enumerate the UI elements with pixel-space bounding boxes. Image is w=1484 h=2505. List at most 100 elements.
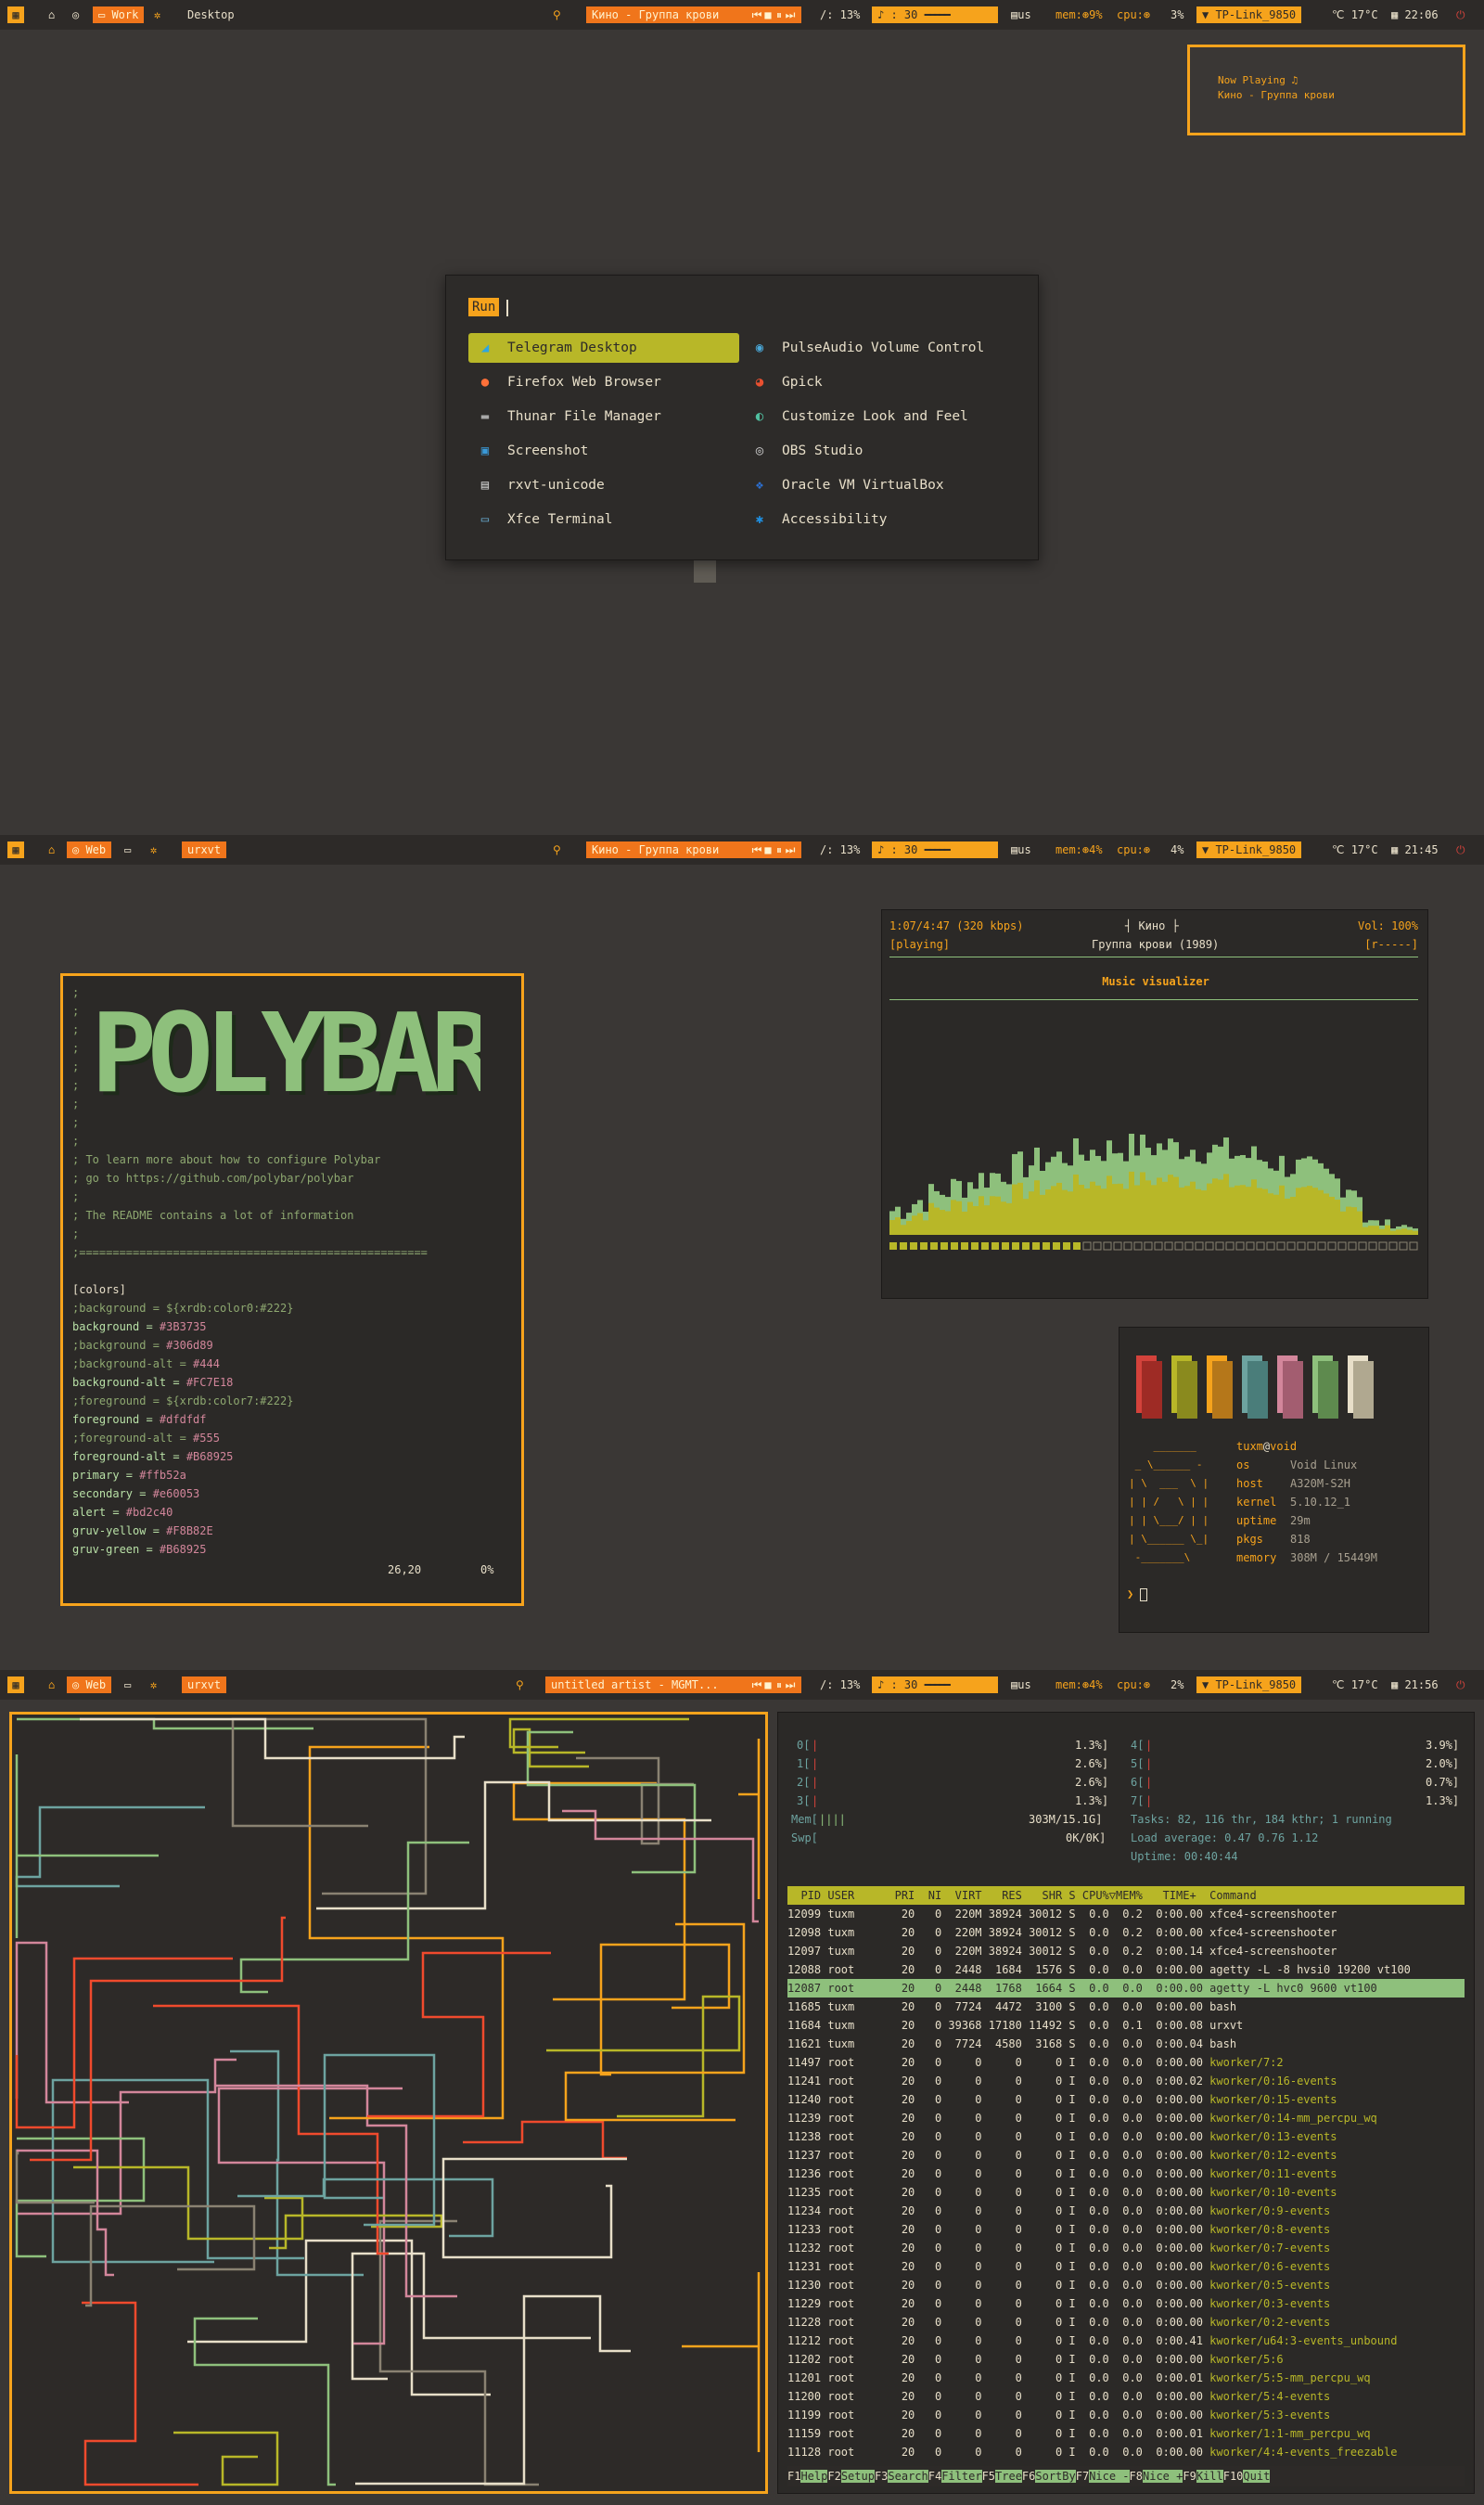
process-row[interactable]: 11229 root 20 0 0 0 0 I 0.0 0.0 0:00.00 … xyxy=(787,2297,1331,2310)
prev-icon[interactable]: ⏮ xyxy=(751,1678,762,1691)
player-module[interactable]: Кино - Группа крови⏮■⏸⏭ xyxy=(586,841,801,858)
process-row[interactable]: 11684 tuxm 20 0 39368 17180 11492 S 0.0 … xyxy=(787,2019,1244,2032)
process-row[interactable]: 11200 root 20 0 0 0 0 I 0.0 0.0 0:00.00 … xyxy=(787,2390,1331,2403)
prev-icon[interactable]: ⏮ xyxy=(751,8,762,21)
next-icon[interactable]: ⏭ xyxy=(785,1678,796,1691)
neofetch-terminal[interactable]: _______ _ \______ - | \ ___ \ | | | / \ … xyxy=(1119,1327,1429,1633)
process-row[interactable]: 11497 root 20 0 0 0 0 I 0.0 0.0 0:00.00 … xyxy=(787,2056,1284,2069)
function-key-label[interactable]: Nice - xyxy=(1089,2470,1130,2483)
gear-icon[interactable]: ✲ xyxy=(150,843,158,856)
function-key-label[interactable]: Tree xyxy=(995,2470,1022,2483)
function-key[interactable]: F6 xyxy=(1021,2470,1036,2483)
htop-terminal[interactable]: 0[|1.3%]1[|2.6%]2[|2.6%]3[|1.3%]4[|3.9%]… xyxy=(777,1712,1475,2494)
laptop-icon[interactable]: ▭ xyxy=(124,843,132,856)
gear-icon[interactable]: ✲ xyxy=(150,1678,158,1691)
gear-icon[interactable]: ✲ xyxy=(154,8,161,21)
laptop-icon[interactable]: ▭ xyxy=(124,1678,132,1691)
process-row[interactable]: 11235 root 20 0 0 0 0 I 0.0 0.0 0:00.00 … xyxy=(787,2186,1337,2199)
player-module[interactable]: untitled artist - MGMT...⏮■⏸⏭ xyxy=(545,1676,801,1693)
process-row[interactable]: 11230 root 20 0 0 0 0 I 0.0 0.0 0:00.00 … xyxy=(787,2279,1331,2292)
menu-icon[interactable]: ▦ xyxy=(7,841,24,858)
process-row[interactable]: 11202 root 20 0 0 0 0 I 0.0 0.0 0:00.00 … xyxy=(787,2353,1284,2366)
function-key[interactable]: F9 xyxy=(1183,2470,1196,2483)
process-row[interactable]: 12088 root 20 0 2448 1684 1576 S 0.0 0.0… xyxy=(787,1963,1411,1976)
function-key-label[interactable]: Search xyxy=(888,2470,928,2483)
workspace-active[interactable]: ◎ Web xyxy=(67,841,112,858)
process-row[interactable]: 11233 root 20 0 0 0 0 I 0.0 0.0 0:00.00 … xyxy=(787,2223,1331,2236)
power-icon[interactable]: ⏻ xyxy=(1456,8,1465,21)
function-key-label[interactable]: Kill xyxy=(1196,2470,1223,2483)
search-input[interactable] xyxy=(506,300,508,316)
function-key-label[interactable]: Setup xyxy=(840,2470,875,2483)
process-row[interactable]: 11232 root 20 0 0 0 0 I 0.0 0.0 0:00.00 … xyxy=(787,2242,1331,2254)
function-key[interactable]: F4 xyxy=(928,2470,942,2483)
search-icon[interactable]: ⚲ xyxy=(553,843,561,856)
workspace-active[interactable]: ▭ Work xyxy=(93,6,145,23)
process-row[interactable]: 11239 root 20 0 0 0 0 I 0.0 0.0 0:00.00 … xyxy=(787,2112,1377,2125)
function-keys[interactable]: F1HelpF2SetupF3SearchF4FilterF5TreeF6Sor… xyxy=(787,2466,1465,2486)
process-header[interactable]: PID USER PRI NI VIRT RES SHR S CPU%▽MEM%… xyxy=(787,1886,1465,1905)
app-gpick[interactable]: ◕Gpick xyxy=(743,367,1021,397)
globe-icon[interactable]: ◎ xyxy=(72,8,80,21)
process-row[interactable]: 12087 root 20 0 2448 1768 1664 S 0.0 0.0… xyxy=(787,1979,1465,1998)
function-key-label[interactable]: Filter xyxy=(941,2470,982,2483)
next-icon[interactable]: ⏭ xyxy=(785,8,796,21)
function-key[interactable]: F10 xyxy=(1222,2470,1244,2483)
ncmpcpp-player[interactable]: 1:07/4:47 (320 kbps) [playing] ┤ Кино ├ … xyxy=(881,909,1428,1299)
vim-editor-polybar-config[interactable]: POLYBAR POLYBAR ;;;;;;;;;; To learn more… xyxy=(60,973,524,1606)
player-module[interactable]: Кино - Группа крови⏮■⏸⏭ xyxy=(586,6,801,23)
process-row[interactable]: 11228 root 20 0 0 0 0 I 0.0 0.0 0:00.00 … xyxy=(787,2316,1331,2329)
home-icon[interactable]: ⌂ xyxy=(48,1678,56,1691)
function-key[interactable]: F2 xyxy=(827,2470,841,2483)
prev-icon[interactable]: ⏮ xyxy=(751,843,762,856)
pause-icon[interactable]: ⏸ xyxy=(775,1678,782,1691)
process-row[interactable]: 11237 root 20 0 0 0 0 I 0.0 0.0 0:00.00 … xyxy=(787,2149,1337,2162)
app-virtualbox[interactable]: ❖Oracle VM VirtualBox xyxy=(743,470,1021,500)
workspace-active[interactable]: ◎ Web xyxy=(67,1676,112,1693)
function-key-label[interactable]: Nice + xyxy=(1143,2470,1183,2483)
function-key[interactable]: F3 xyxy=(874,2470,889,2483)
function-key-label[interactable]: Help xyxy=(800,2470,828,2483)
app-rxvt[interactable]: ▤rxvt-unicode xyxy=(468,470,739,500)
process-row[interactable]: 11231 root 20 0 0 0 0 I 0.0 0.0 0:00.00 … xyxy=(787,2260,1331,2273)
home-icon[interactable]: ⌂ xyxy=(48,8,56,21)
function-key[interactable]: F8 xyxy=(1129,2470,1143,2483)
power-icon[interactable]: ⏻ xyxy=(1456,843,1465,856)
process-row[interactable]: 11685 tuxm 20 0 7724 4472 3100 S 0.0 0.0… xyxy=(787,2000,1237,2013)
volume-module[interactable]: ♪ : 30 ━━━━━ xyxy=(872,6,998,23)
progress-bar[interactable] xyxy=(889,1240,1418,1253)
process-row[interactable]: 12098 tuxm 20 0 220M 38924 30012 S 0.0 0… xyxy=(787,1926,1337,1939)
next-icon[interactable]: ⏭ xyxy=(785,843,796,856)
app-accessibility[interactable]: ✱Accessibility xyxy=(743,505,1021,534)
app-customize[interactable]: ◐Customize Look and Feel xyxy=(743,402,1021,431)
volume-module[interactable]: ♪ : 30 ━━━━━ xyxy=(872,841,998,858)
menu-icon[interactable]: ▦ xyxy=(7,6,24,23)
process-row[interactable]: 11234 root 20 0 0 0 0 I 0.0 0.0 0:00.00 … xyxy=(787,2204,1331,2217)
pause-icon[interactable]: ⏸ xyxy=(775,843,782,856)
search-icon[interactable]: ⚲ xyxy=(553,8,561,21)
function-key-label[interactable]: SortBy xyxy=(1035,2470,1076,2483)
stop-icon[interactable]: ■ xyxy=(764,1678,772,1691)
wifi-module[interactable]: ▼ TP-Link_9850 xyxy=(1196,1676,1302,1693)
app-xfce-terminal[interactable]: ▭Xfce Terminal xyxy=(468,505,739,534)
process-row[interactable]: 11621 tuxm 20 0 7724 4580 3168 S 0.0 0.0… xyxy=(787,2037,1237,2050)
power-icon[interactable]: ⏻ xyxy=(1456,1678,1465,1691)
app-firefox[interactable]: ●Firefox Web Browser xyxy=(468,367,739,397)
process-row[interactable]: 12099 tuxm 20 0 220M 38924 30012 S 0.0 0… xyxy=(787,1908,1337,1920)
process-row[interactable]: 11240 root 20 0 0 0 0 I 0.0 0.0 0:00.00 … xyxy=(787,2093,1337,2106)
process-row[interactable]: 11236 root 20 0 0 0 0 I 0.0 0.0 0:00.00 … xyxy=(787,2167,1337,2180)
app-screenshot[interactable]: ▣Screenshot xyxy=(468,436,739,466)
wifi-module[interactable]: ▼ TP-Link_9850 xyxy=(1196,841,1302,858)
function-key[interactable]: F5 xyxy=(981,2470,996,2483)
search-icon[interactable]: ⚲ xyxy=(516,1678,524,1691)
pause-icon[interactable]: ⏸ xyxy=(775,8,782,21)
process-row[interactable]: 11241 root 20 0 0 0 0 I 0.0 0.0 0:00.02 … xyxy=(787,2075,1337,2088)
process-row[interactable]: 12097 tuxm 20 0 220M 38924 30012 S 0.0 0… xyxy=(787,1945,1337,1958)
stop-icon[interactable]: ■ xyxy=(764,843,772,856)
process-row[interactable]: 11201 root 20 0 0 0 0 I 0.0 0.0 0:00.01 … xyxy=(787,2371,1371,2384)
pipes-terminal[interactable] xyxy=(9,1712,768,2494)
process-row[interactable]: 11212 root 20 0 0 0 0 I 0.0 0.0 0:00.41 … xyxy=(787,2334,1398,2347)
stop-icon[interactable]: ■ xyxy=(764,8,772,21)
process-row[interactable]: 11199 root 20 0 0 0 0 I 0.0 0.0 0:00.00 … xyxy=(787,2409,1331,2422)
volume-module[interactable]: ♪ : 30 ━━━━━ xyxy=(872,1676,998,1693)
